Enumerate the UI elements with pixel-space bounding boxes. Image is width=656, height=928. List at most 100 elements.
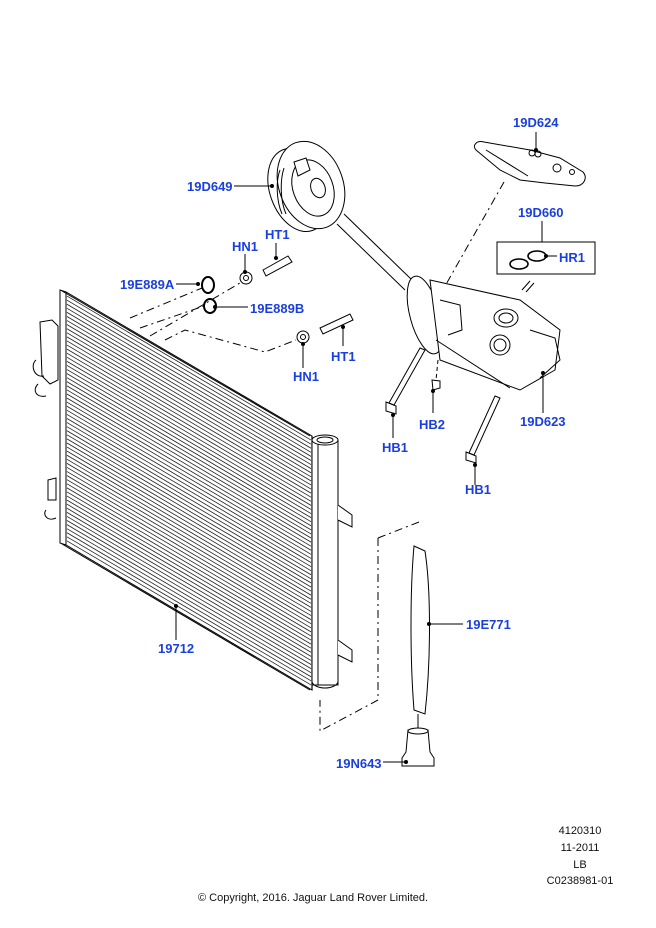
callout-HB1-left[interactable]: HB1 (382, 440, 409, 455)
compressor-bolts (385, 347, 501, 464)
callout-19D623[interactable]: 19D623 (520, 414, 566, 429)
condenser-fin (66, 401, 312, 547)
condenser-fin (66, 422, 312, 567)
condenser-fin (66, 307, 312, 453)
callout-HB2[interactable]: HB2 (419, 417, 446, 432)
condenser-fin (66, 507, 312, 653)
callout-HR1[interactable]: HR1 (559, 250, 586, 265)
condenser-fin (66, 320, 312, 465)
condenser-fin (66, 516, 312, 661)
condenser-fin (66, 344, 312, 490)
reference-number: 4120310 (558, 825, 602, 837)
condenser-fin (66, 536, 312, 682)
condenser-illustration (32, 289, 353, 691)
condenser-fin (66, 336, 312, 482)
condenser-fin (66, 483, 312, 629)
condenser-fin (66, 312, 312, 457)
condenser-fin (66, 405, 312, 551)
condenser-fin (66, 487, 312, 633)
desiccant-illustration (401, 545, 435, 767)
callout-19E771[interactable]: 19E771 (466, 617, 511, 632)
condenser-fin (66, 442, 312, 588)
condenser-fin (66, 540, 312, 686)
callout-HT1-upper[interactable]: HT1 (265, 227, 290, 242)
callout-HN1-upper[interactable]: HN1 (232, 239, 259, 254)
callout-19N643[interactable]: 19N643 (336, 756, 382, 771)
callout-HN1-lower[interactable]: HN1 (293, 369, 320, 384)
condenser-fin (66, 458, 312, 604)
condenser-fin (66, 340, 312, 486)
condenser-fin (66, 381, 312, 527)
condenser-fins (66, 295, 312, 686)
condenser-fin (66, 303, 312, 449)
clutch-pulley-illustration (267, 140, 346, 233)
copyright-notice: © Copyright, 2016. Jaguar Land Rover Lim… (198, 892, 429, 904)
callout-19E889A[interactable]: 19E889A (120, 277, 175, 292)
condenser-fin (66, 450, 312, 596)
condenser-fin (66, 414, 312, 559)
condenser-fin (66, 393, 312, 539)
compressor-illustration (406, 275, 561, 391)
condenser-fin (66, 471, 312, 616)
callout-HT1-lower[interactable]: HT1 (331, 349, 356, 364)
seals-fasteners (201, 255, 354, 344)
condenser-fin (66, 361, 312, 506)
condenser-fin (66, 389, 312, 535)
condenser-fin (66, 385, 312, 531)
condenser-fin (66, 434, 312, 580)
condenser-fin (66, 356, 312, 502)
alignment-dash-lines (129, 282, 297, 353)
assembly-lines (336, 213, 413, 291)
condenser-fin (66, 438, 312, 584)
condenser-fin (66, 332, 312, 478)
condenser-fin (66, 299, 312, 445)
market-code: LB (573, 859, 587, 871)
condenser-fin (66, 430, 312, 576)
condenser-fin (66, 316, 312, 461)
condenser-fin (66, 324, 312, 469)
hose-stub (525, 282, 535, 293)
condenser-fin (66, 446, 312, 592)
condenser-fin (66, 532, 312, 678)
o-ring-kit-box (496, 221, 596, 275)
condenser-fin (66, 520, 312, 665)
condenser-fin (66, 352, 312, 498)
condenser-fin (66, 503, 312, 649)
condenser-fin (66, 495, 312, 641)
condenser-fin (66, 528, 312, 674)
condenser-fin (66, 328, 312, 474)
condenser-fin (66, 397, 312, 543)
condenser-fin (66, 295, 312, 441)
callout-19712[interactable]: 19712 (158, 641, 195, 656)
condenser-fin (66, 377, 312, 523)
condenser-fin (66, 524, 312, 669)
condenser-fin (66, 369, 312, 514)
condenser-fin (66, 348, 312, 494)
condenser-fin (66, 365, 312, 510)
condenser-fin (66, 426, 312, 572)
callout-leaders (174, 132, 545, 764)
condenser-fin (66, 463, 312, 608)
callout-19D649[interactable]: 19D649 (187, 179, 233, 194)
illustration-id: C0238981-01 (546, 875, 614, 887)
mounting-bracket-illustration (473, 141, 586, 187)
callout-19D624[interactable]: 19D624 (513, 115, 559, 130)
condenser-fin (66, 479, 312, 625)
callout-HB1-right[interactable]: HB1 (465, 482, 492, 497)
hose-stub (521, 280, 531, 291)
condenser-fin (66, 475, 312, 620)
condenser-fin (66, 499, 312, 645)
bracket-dash-line (439, 181, 505, 296)
condenser-fin (66, 512, 312, 657)
callout-19D660[interactable]: 19D660 (518, 205, 564, 220)
desiccant-dash-lines (319, 521, 420, 732)
condenser-fin (66, 467, 312, 612)
condenser-fin (66, 491, 312, 637)
condenser-fin (66, 418, 312, 563)
issue-date: 11-2011 (560, 842, 600, 854)
callout-19E889B[interactable]: 19E889B (250, 301, 305, 316)
condenser-fin (66, 454, 312, 600)
condenser-fin (66, 373, 312, 518)
condenser-fin (66, 409, 312, 555)
